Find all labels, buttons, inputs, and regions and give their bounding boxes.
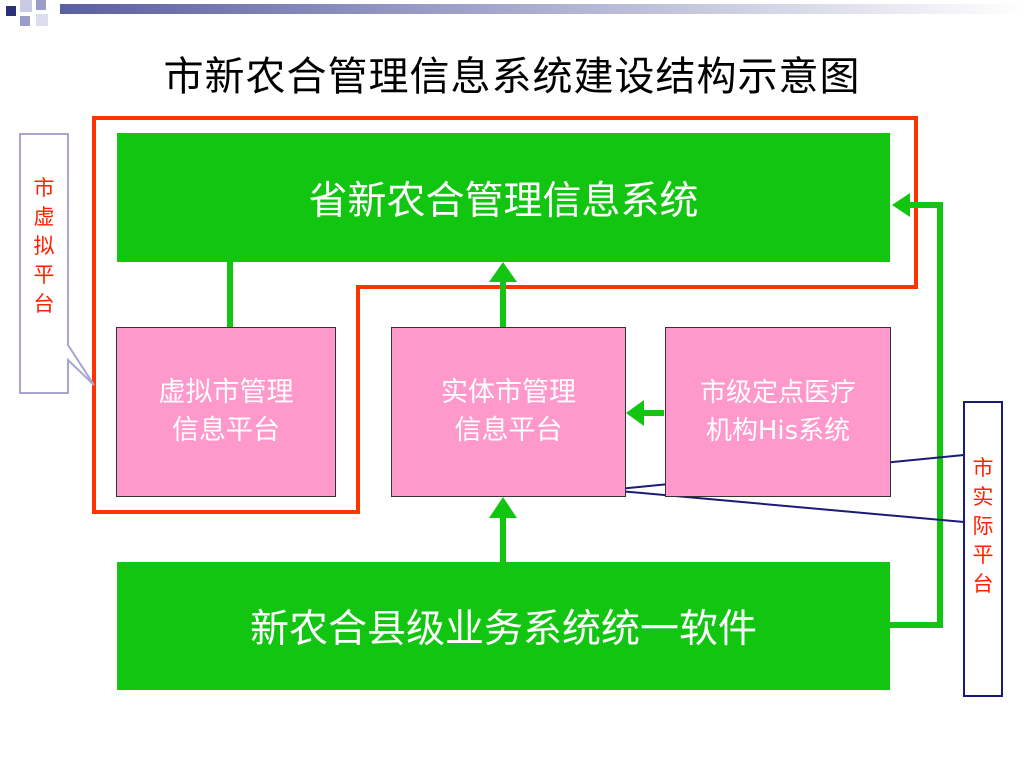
page-title: 市新农合管理信息系统建设结构示意图 — [163, 54, 861, 100]
virtual-platform-callout-label: 市 虚 拟 平 台 — [33, 176, 55, 316]
real-city-platform-box: 实体市管理 信息平台 — [391, 327, 626, 497]
slide-corner-decoration — [0, 0, 1024, 30]
provincial-system-box: 省新农合管理信息系统 — [117, 133, 890, 262]
virtual-platform-callout-shape — [19, 133, 95, 394]
county-software-label: 新农合县级业务系统统一软件 — [249, 607, 757, 652]
real-platform-callout-label: 市 实 际 平 台 — [972, 456, 994, 596]
virtual-city-platform-box: 虚拟市管理 信息平台 — [116, 327, 336, 497]
virtual-platform-outline — [92, 116, 918, 514]
virtual-city-platform-label: 虚拟市管理 信息平台 — [158, 377, 294, 446]
his-system-label: 市级定点医疗 机构His系统 — [699, 378, 856, 446]
real-platform-callout-shape — [963, 401, 1003, 697]
arrow-county-to-provincial — [890, 202, 943, 628]
provincial-system-label: 省新农合管理信息系统 — [308, 178, 699, 224]
his-system-box: 市级定点医疗 机构His系统 — [665, 327, 891, 497]
county-software-box: 新农合县级业务系统统一软件 — [117, 562, 890, 690]
real-city-platform-label: 实体市管理 信息平台 — [441, 377, 576, 446]
